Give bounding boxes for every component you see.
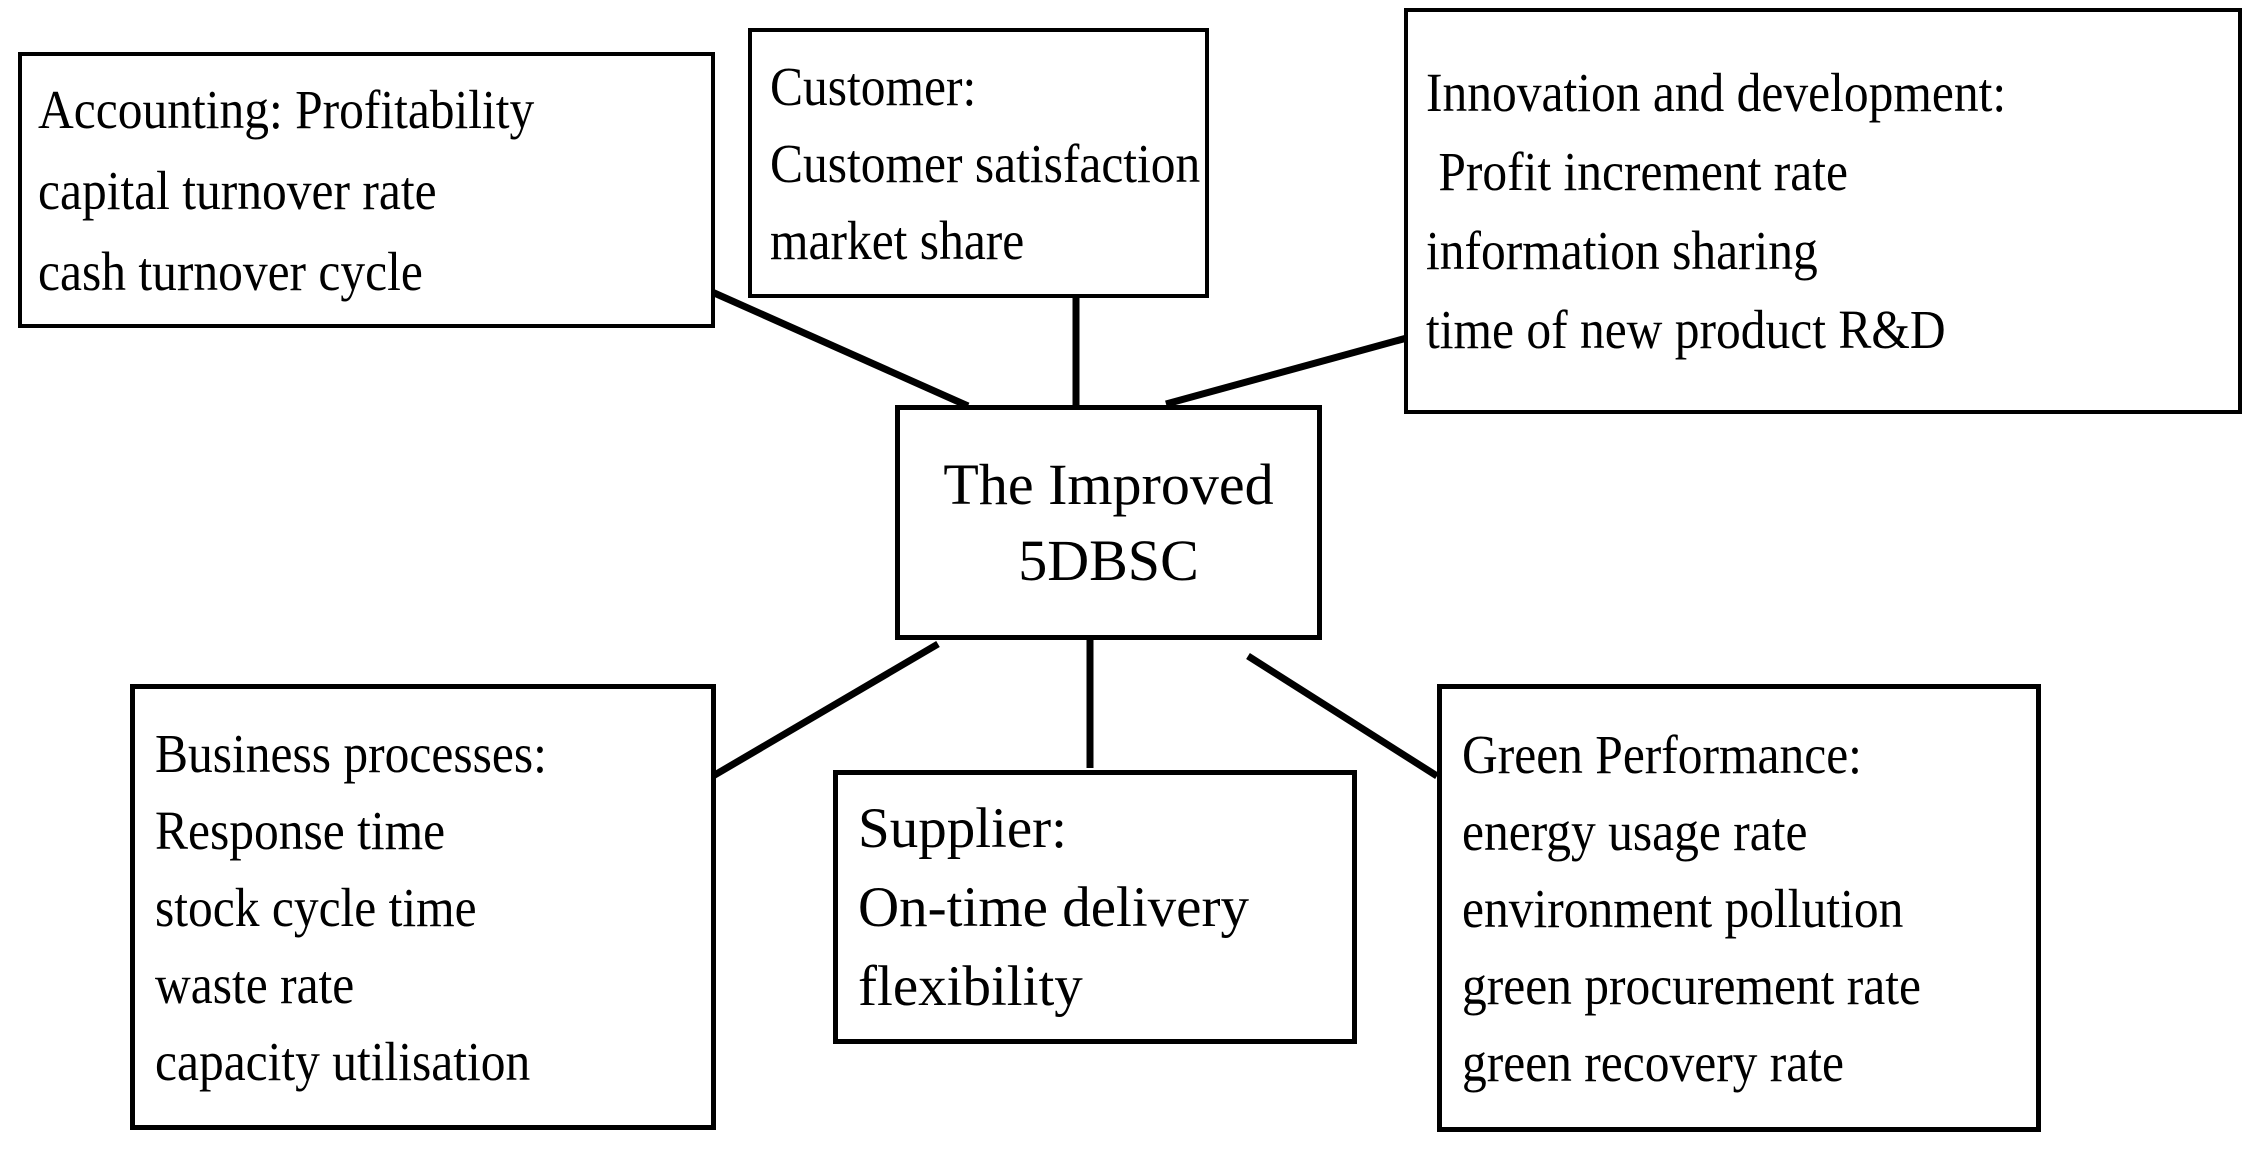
node-business-processes[interactable]: Business processes: Response time stock …: [130, 684, 716, 1130]
node-business-processes-line-4: waste rate: [155, 953, 355, 1015]
node-accounting-line-2: capital turnover rate: [38, 159, 437, 221]
node-innovation-line-1: Innovation and development:: [1426, 62, 2007, 123]
node-innovation-line-3: information sharing: [1426, 220, 1818, 281]
node-business-processes-line-5: capacity utilisation: [155, 1030, 531, 1092]
node-supplier-line-1: Supplier:: [858, 796, 1067, 860]
node-customer-line-3: market share: [770, 209, 1025, 271]
node-customer-line-2: Customer satisfaction: [770, 132, 1201, 194]
node-center-line-2: 5DBSC: [1018, 527, 1199, 593]
node-center-line-1: The Improved: [943, 451, 1274, 517]
node-green-performance-line-5: green recovery rate: [1462, 1031, 1844, 1093]
node-business-processes-line-2: Response time: [155, 799, 446, 861]
connector-innovation: [1165, 326, 1437, 408]
node-customer[interactable]: Customer: Customer satisfaction market s…: [748, 28, 1209, 298]
node-green-performance[interactable]: Green Performance: energy usage rate env…: [1437, 684, 2041, 1132]
node-green-performance-line-1: Green Performance:: [1462, 723, 1862, 785]
connector-business-processes: [711, 640, 940, 780]
node-green-performance-line-4: green procurement rate: [1462, 954, 1921, 1016]
node-innovation[interactable]: Innovation and development: Profit incre…: [1404, 8, 2242, 414]
connector-accounting: [710, 288, 970, 410]
node-accounting[interactable]: Accounting: Profitability capital turnov…: [18, 52, 715, 328]
node-innovation-line-4: time of new product R&D: [1426, 299, 1946, 360]
node-innovation-line-2: Profit increment rate: [1426, 141, 1848, 202]
node-supplier-line-3: flexibility: [858, 954, 1083, 1018]
node-business-processes-line-1: Business processes:: [155, 722, 547, 784]
node-green-performance-line-2: energy usage rate: [1462, 800, 1808, 862]
connector-green-performance: [1246, 653, 1439, 779]
node-accounting-line-3: cash turnover cycle: [38, 240, 423, 302]
node-supplier-line-2: On-time delivery: [858, 875, 1249, 939]
node-center-improved-5dbsc[interactable]: The Improved 5DBSC: [895, 405, 1322, 640]
node-green-performance-line-3: environment pollution: [1462, 877, 1904, 939]
node-customer-line-1: Customer:: [770, 55, 977, 117]
node-business-processes-line-3: stock cycle time: [155, 876, 477, 938]
node-supplier[interactable]: Supplier: On-time delivery flexibility: [833, 770, 1357, 1044]
node-accounting-line-1: Accounting: Profitability: [38, 78, 535, 140]
